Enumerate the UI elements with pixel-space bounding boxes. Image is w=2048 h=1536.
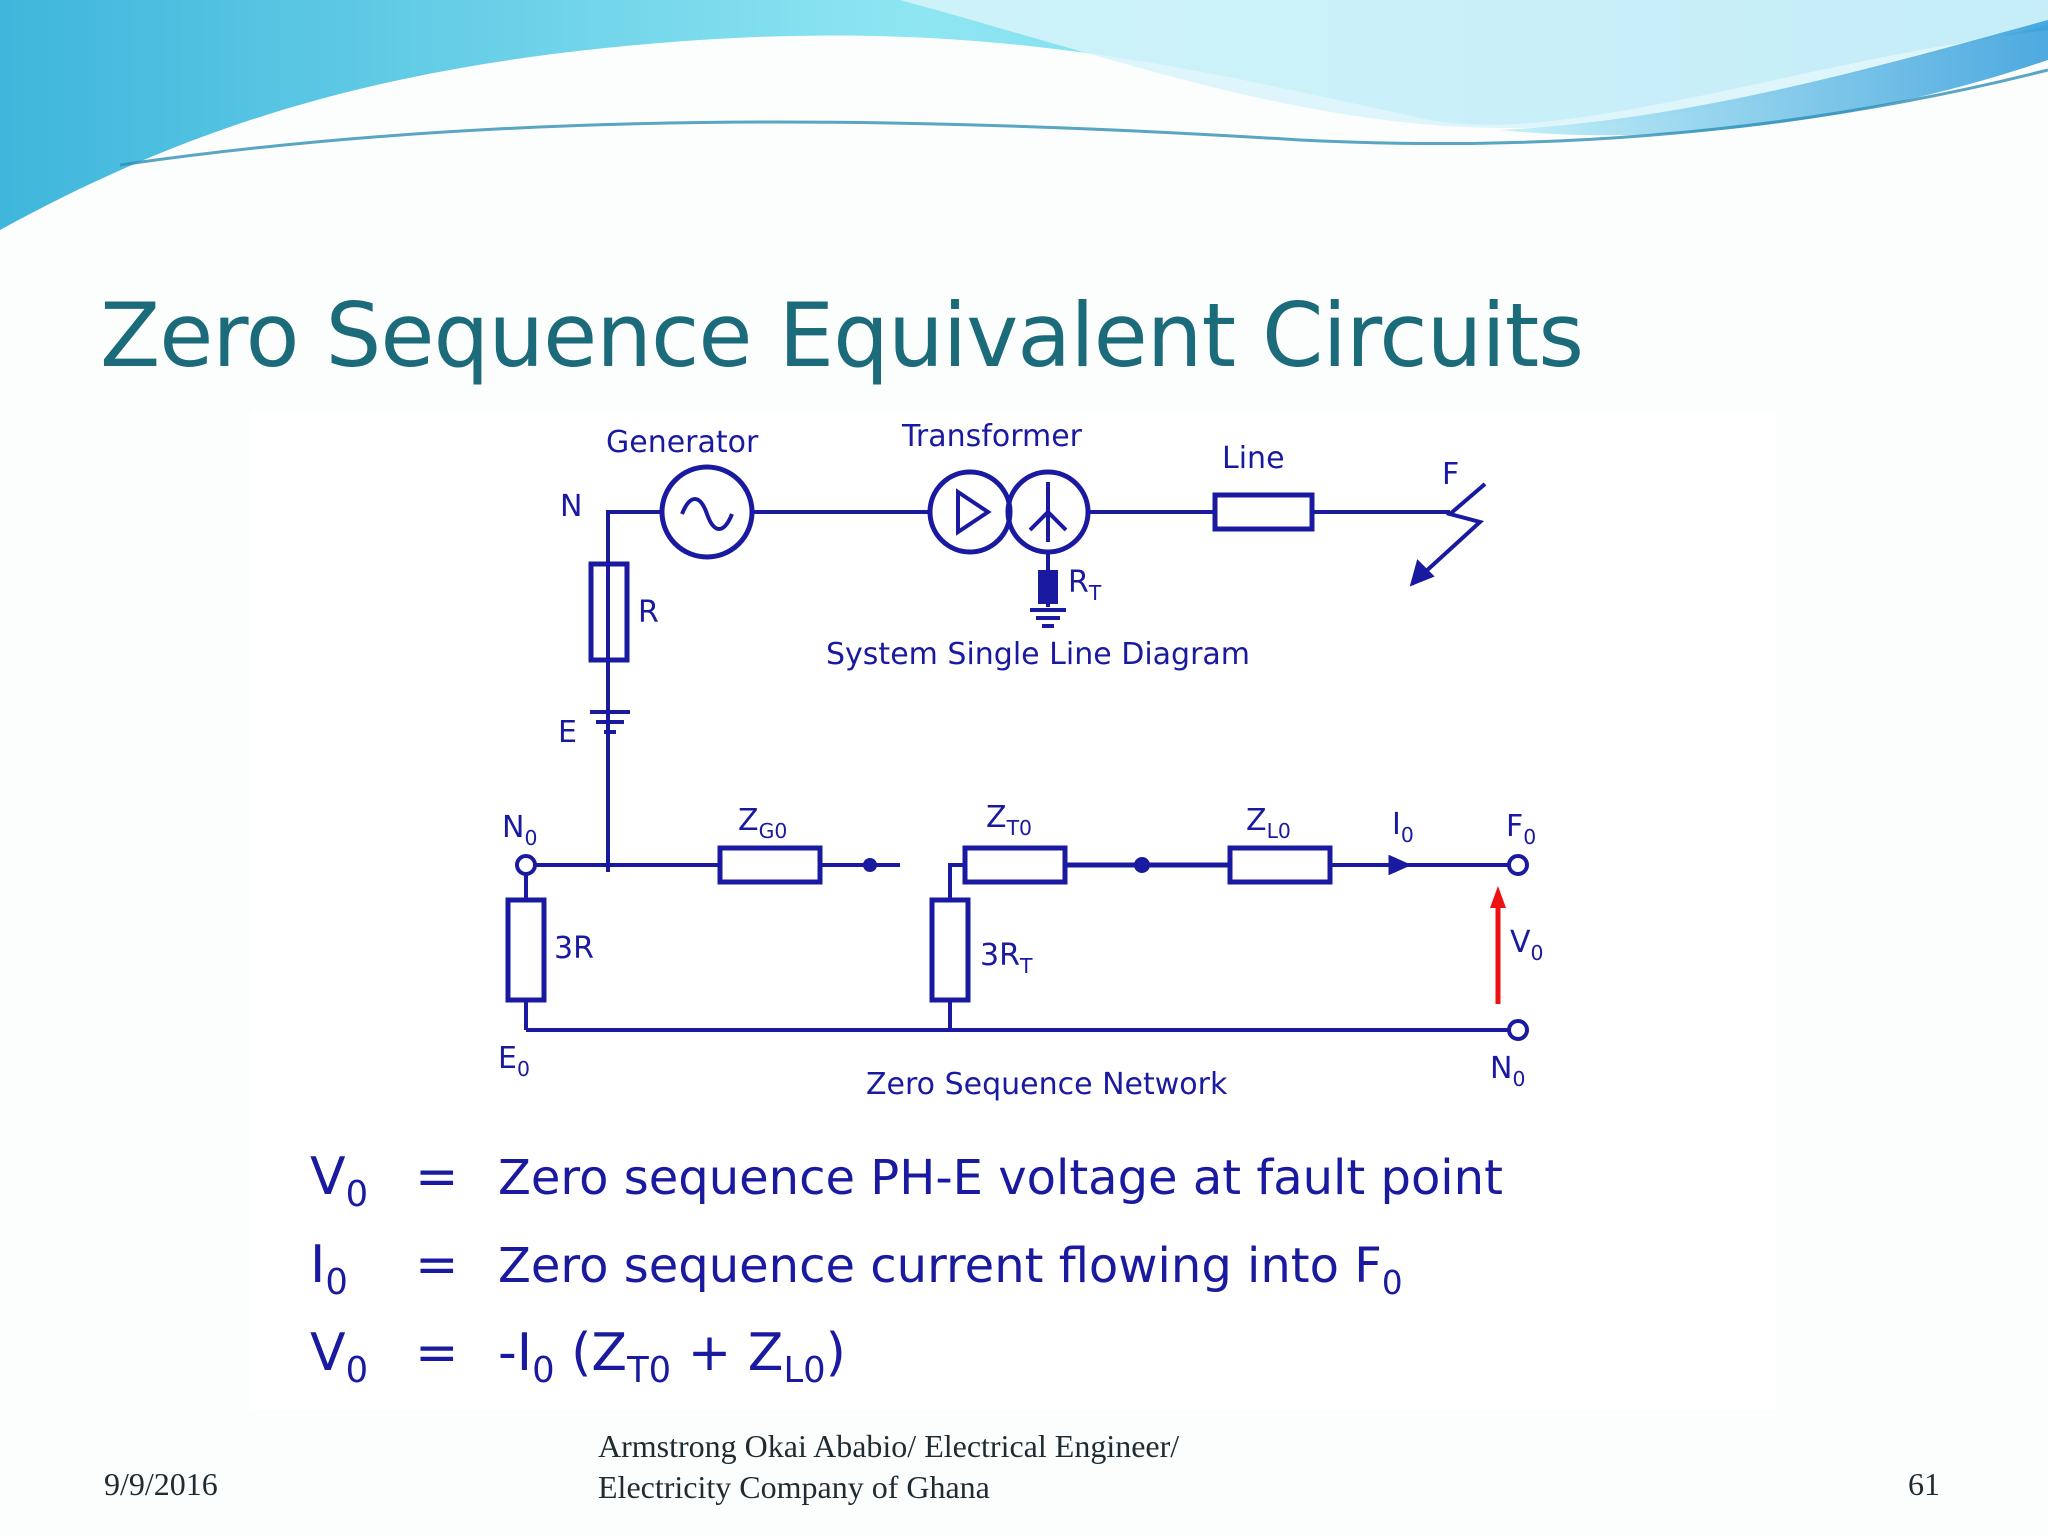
equation-3-rhs: -I0 (ZT0 + ZL0) xyxy=(498,1323,846,1391)
i0-label: I0 xyxy=(1392,807,1414,847)
equation-3: V0 = -I0 (ZT0 + ZL0) xyxy=(310,1323,846,1391)
transformer-earth-icon xyxy=(1030,608,1066,628)
generator-earth-icon xyxy=(590,710,630,734)
transformer-label: Transformer xyxy=(901,419,1083,454)
transformer-resistor-label: RT xyxy=(1068,565,1102,605)
zg0-label: ZG0 xyxy=(738,803,787,843)
footer-author-line-1: Armstrong Okai Ababio/ Electrical Engine… xyxy=(598,1428,1180,1464)
equation-3-lhs: V0 xyxy=(310,1323,368,1391)
e0-label: E0 xyxy=(498,1041,530,1081)
line-impedance-symbol xyxy=(1212,492,1315,532)
equation-1-rhs: Zero sequence PH-E voltage at fault poin… xyxy=(498,1150,1503,1206)
line-label: Line xyxy=(1222,441,1285,476)
equation-3-equals: = xyxy=(415,1323,459,1383)
circuit-figure: Generator Transformer Line F N R E RT Sy… xyxy=(250,412,1776,1410)
transformer-earth-resistor xyxy=(1038,570,1058,604)
zg0-dot-node xyxy=(863,858,877,872)
zsn-mid-dot-node xyxy=(1134,857,1150,873)
fault-label: F xyxy=(1442,457,1459,492)
transformer-winding-left xyxy=(927,469,1013,555)
equation-2-rhs: Zero sequence current flowing into F0 xyxy=(498,1238,1403,1302)
generator-sine-icon xyxy=(680,497,734,531)
3r-label: 3R xyxy=(554,931,594,966)
f0-label: F0 xyxy=(1506,809,1536,849)
zt0-label: ZT0 xyxy=(986,800,1032,840)
equation-1-lhs: V0 xyxy=(310,1147,368,1215)
footer-page-number: 61 xyxy=(1908,1466,1940,1502)
transformer-delta-icon xyxy=(956,488,992,536)
equation-2-equals: = xyxy=(415,1235,459,1295)
zsn-transformer-branch xyxy=(948,863,965,892)
header-wave-decoration xyxy=(0,0,2048,230)
sld-wire-neutral-up xyxy=(606,510,662,872)
3rt-label: 3RT xyxy=(980,938,1033,978)
n0-bottom-node xyxy=(1507,1019,1529,1041)
wave-band-dark xyxy=(1500,20,2048,136)
generator-earth-resistor xyxy=(588,561,630,663)
zl0-impedance xyxy=(1227,845,1333,885)
equation-1: V0 = Zero sequence PH-E voltage at fault… xyxy=(310,1147,1503,1215)
footer-author-line-2: Electricity Company of Ghana xyxy=(598,1469,990,1505)
3rt-resistor xyxy=(929,897,971,1003)
resistor-r-label: R xyxy=(638,595,659,630)
slide-title: Zero Sequence Equivalent Circuits xyxy=(100,284,1584,387)
neutral-label: N xyxy=(560,489,582,524)
v0-voltage-arrow-head xyxy=(1490,886,1506,908)
i0-arrow-icon xyxy=(1388,854,1412,876)
n0-bottom-label: N0 xyxy=(1490,1051,1525,1091)
single-line-caption: System Single Line Diagram xyxy=(826,637,1250,672)
zl0-label: ZL0 xyxy=(1246,803,1291,843)
footer-date: 9/9/2016 xyxy=(104,1466,218,1502)
transformer-star-icon xyxy=(1028,482,1068,542)
circuit-diagram-svg: Generator Transformer Line F N R E RT Sy… xyxy=(310,419,1544,1391)
earth-label: E xyxy=(558,715,577,750)
wave-line xyxy=(119,68,2048,167)
zt0-impedance xyxy=(962,845,1068,885)
generator-label: Generator xyxy=(606,425,759,460)
fault-lightning-icon xyxy=(1410,482,1487,586)
network-caption: Zero Sequence Network xyxy=(866,1067,1228,1102)
footer-author: Armstrong Okai Ababio/ Electrical Engine… xyxy=(598,1426,1358,1508)
equation-2-lhs: I0 xyxy=(310,1235,348,1303)
wave-band-light xyxy=(900,0,2048,129)
f0-node xyxy=(1507,854,1529,876)
3r-resistor xyxy=(505,897,547,1003)
n0-top-node xyxy=(515,854,537,876)
fault-arrow-head xyxy=(1409,559,1435,587)
equation-2: I0 = Zero sequence current flowing into … xyxy=(310,1235,1403,1303)
n0-top-label: N0 xyxy=(502,810,537,850)
zg0-impedance xyxy=(717,845,823,885)
equation-1-equals: = xyxy=(415,1147,459,1207)
v0-label: V0 xyxy=(1510,925,1544,965)
